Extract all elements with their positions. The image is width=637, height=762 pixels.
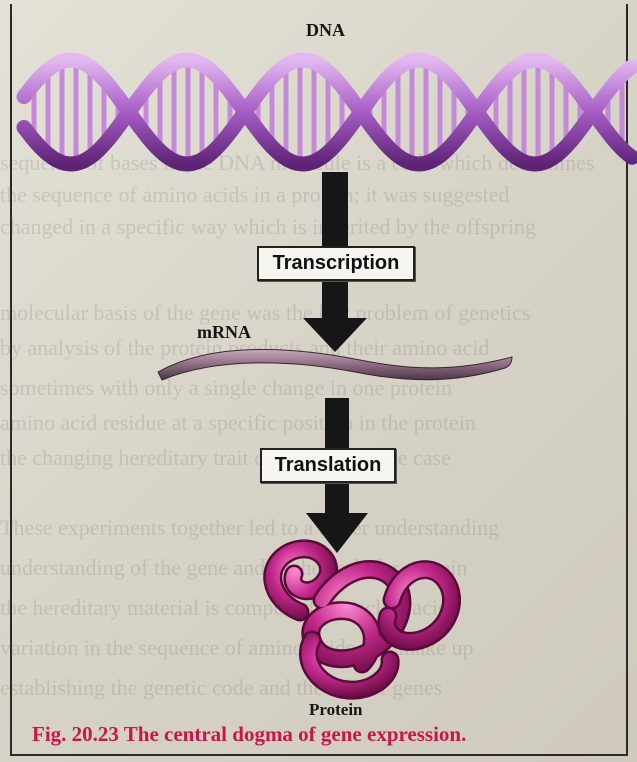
dna-helix [24,60,632,164]
protein-label: Protein [309,700,363,720]
dna-label: DNA [306,20,345,41]
mrna-label: mRNA [197,322,251,343]
mrna-strand [158,349,512,380]
transcription-label: Transcription [257,246,415,281]
figure-caption: Fig. 20.23 The central dogma of gene exp… [32,722,466,747]
translation-label: Translation [260,448,396,483]
protein-structure [273,549,452,690]
